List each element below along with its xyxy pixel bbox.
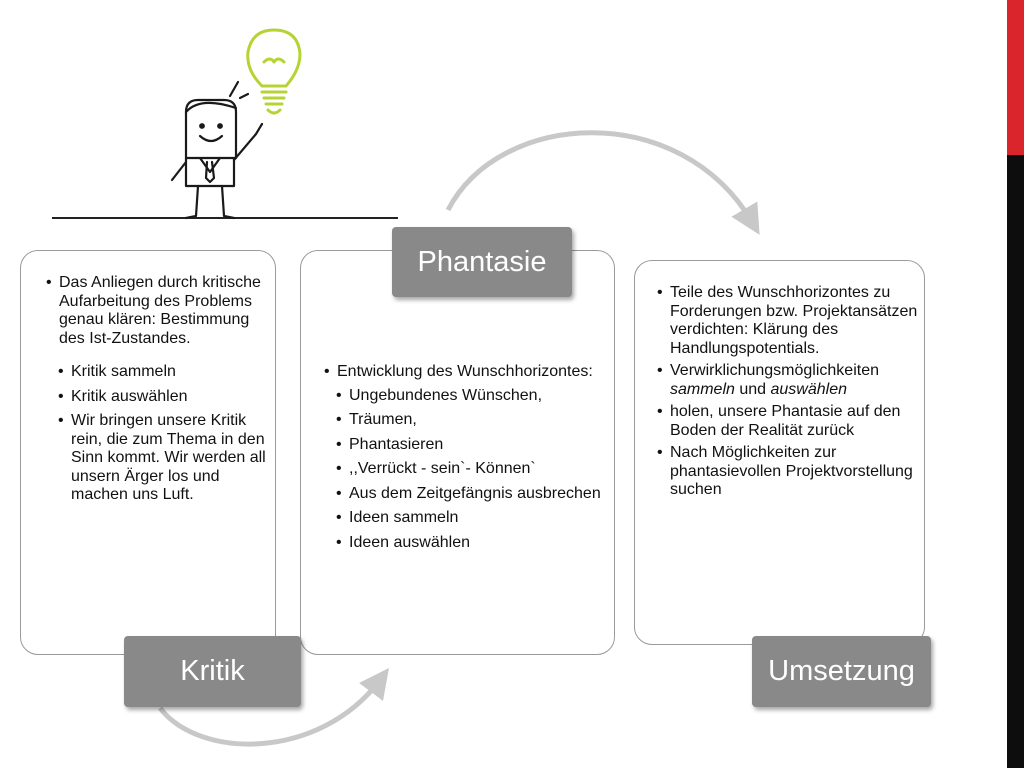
kritik-list: Das Anliegen durch kritische Aufarbeitun…: [46, 274, 270, 505]
phantasie-card: Entwicklung des Wunschhorizontes: Ungebu…: [300, 250, 615, 655]
list-item: Nach Möglichkeiten zur phantasievollen P…: [657, 444, 919, 500]
edge-accent-black: [1007, 155, 1024, 768]
list-item: Entwicklung des Wunschhorizontes:: [324, 363, 604, 382]
phantasie-list: Entwicklung des Wunschhorizontes: Ungebu…: [324, 363, 604, 552]
list-item: Ungebundenes Wünschen,: [336, 387, 604, 406]
umsetzung-list: Teile des Wunschhorizontes zu Forderunge…: [657, 284, 919, 500]
list-item-emphasis: auswählen: [770, 380, 848, 398]
kritik-tab: Kritik: [124, 636, 301, 707]
list-item: Aus dem Zeitgefängnis ausbrechen: [336, 485, 604, 504]
businessman-with-lightbulb-icon: [170, 80, 264, 220]
list-item: holen, unsere Phantasie auf den Boden de…: [657, 403, 919, 440]
umsetzung-card: Teile des Wunschhorizontes zu Forderunge…: [634, 260, 925, 645]
curved-cycle-arrow-icon: [445, 130, 760, 235]
list-item: Träumen,: [336, 411, 604, 430]
list-item: Kritik sammeln: [58, 363, 270, 382]
lightbulb-icon: [246, 28, 302, 115]
list-item: Verwirklichungsmöglichkeiten sammeln und…: [657, 362, 919, 399]
curved-cycle-arrow-icon: [158, 668, 390, 747]
kritik-card: Das Anliegen durch kritische Aufarbeitun…: [20, 250, 276, 655]
list-item-text: und: [734, 380, 771, 398]
list-item: ,,Verrückt - sein`- Können`: [336, 460, 604, 479]
list-item: Das Anliegen durch kritische Aufarbeitun…: [46, 274, 270, 348]
list-item-emphasis: sammeln: [670, 380, 735, 398]
umsetzung-tab: Umsetzung: [752, 636, 931, 707]
list-item: Kritik auswählen: [58, 388, 270, 407]
list-item: Ideen auswählen: [336, 534, 604, 553]
phantasie-tab: Phantasie: [392, 227, 572, 297]
list-item: Phantasieren: [336, 436, 604, 455]
list-item: Ideen sammeln: [336, 509, 604, 528]
edge-accent-red: [1007, 0, 1024, 155]
list-item: Wir bringen unsere Kritik rein, die zum …: [58, 412, 270, 505]
list-item-text: Verwirklichungsmöglichkeiten: [670, 362, 879, 379]
list-item: Teile des Wunschhorizontes zu Forderunge…: [657, 284, 919, 358]
